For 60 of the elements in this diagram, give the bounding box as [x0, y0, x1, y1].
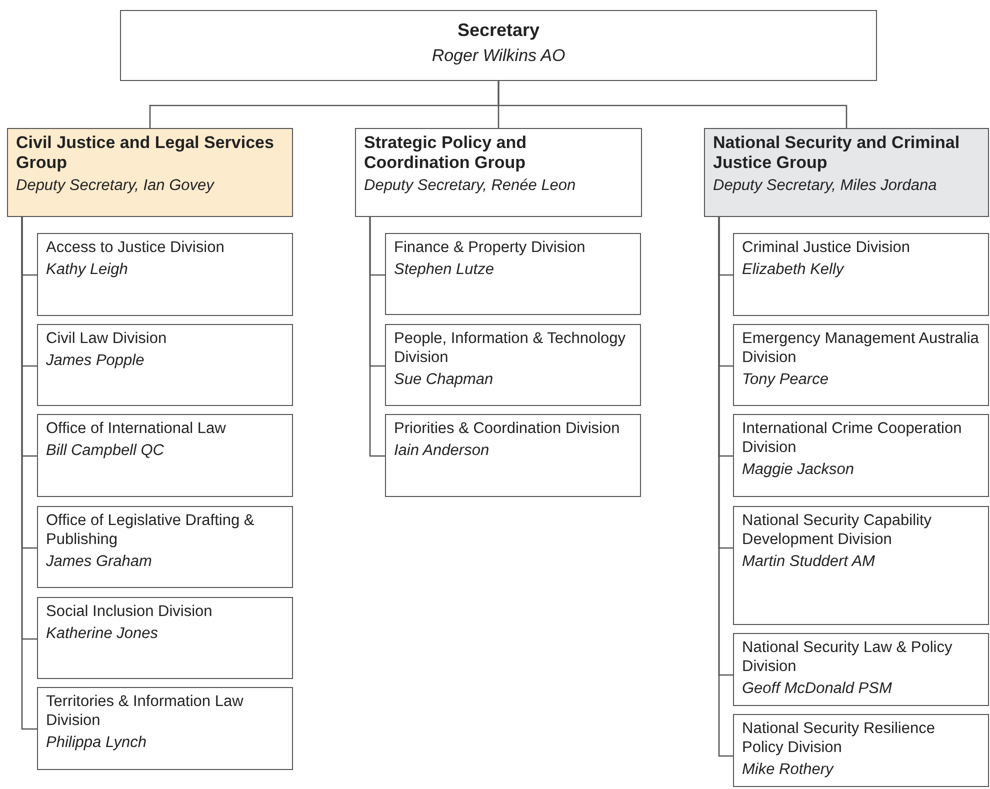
- heading-text: Strategic Policy and Coordination Group: [364, 133, 528, 173]
- division-title: Priorities & Coordination Division: [394, 419, 621, 438]
- division-box: [37, 324, 293, 406]
- person-name: Mike Rothery: [742, 760, 835, 779]
- division-box: [733, 324, 989, 406]
- person-name: Sue Chapman: [394, 370, 494, 389]
- person-name: Tony Pearce: [742, 370, 830, 389]
- division-title: Social Inclusion Division: [46, 602, 214, 621]
- person-name: Deputy Secretary, Ian Govey: [16, 176, 216, 195]
- division-box: [385, 414, 641, 497]
- heading-text: Civil Justice and Legal Services Group: [16, 133, 275, 173]
- group-box: [7, 128, 293, 217]
- division-title: National Security Capability Development Division: [742, 511, 933, 549]
- division-title: Civil Law Division: [46, 329, 168, 348]
- connector-line: [498, 81, 848, 128]
- group-box: [355, 128, 642, 217]
- person-name: Geoff McDonald PSM: [742, 679, 893, 698]
- division-title: Criminal Justice Division: [742, 238, 911, 257]
- division-box: [37, 687, 293, 770]
- person-name: Elizabeth Kelly: [742, 260, 846, 279]
- person-name: Bill Campbell QC: [46, 441, 166, 460]
- secretary-box: [120, 10, 877, 81]
- division-box: [37, 414, 293, 497]
- division-title: Finance & Property Division: [394, 238, 586, 257]
- group-box: [704, 128, 989, 217]
- division-title: Access to Justice Division: [46, 238, 226, 257]
- division-title: Territories & Information Law Division: [46, 692, 244, 730]
- person-name: Deputy Secretary, Miles Jordana: [713, 176, 938, 195]
- division-box: [385, 233, 641, 315]
- division-box: [733, 414, 989, 497]
- division-box: [37, 506, 293, 588]
- person-name: James Graham: [46, 552, 153, 571]
- division-box: [385, 324, 641, 406]
- division-title: National Security Law & Policy Division: [742, 638, 954, 676]
- division-box: [733, 506, 989, 625]
- division-box: [733, 233, 989, 316]
- person-name: Kathy Leigh: [46, 260, 129, 279]
- person-name: Deputy Secretary, Renée Leon: [364, 176, 577, 195]
- division-box: [37, 233, 293, 316]
- person-name: James Popple: [46, 351, 146, 370]
- division-title: Office of Legislative Drafting & Publishing: [46, 511, 256, 549]
- division-title: People, Information & Technology Division: [394, 329, 627, 367]
- person-name: Stephen Lutze: [394, 260, 495, 279]
- person-name: Roger Wilkins AO: [430, 46, 566, 65]
- person-name: Martin Studdert AM: [742, 552, 876, 571]
- person-name: Maggie Jackson: [742, 460, 856, 479]
- division-box: [733, 714, 989, 787]
- division-title: International Crime Cooperation Division: [742, 419, 963, 457]
- division-title: National Security Resilience Policy Division: [742, 719, 936, 757]
- division-title: Office of International Law: [46, 419, 227, 438]
- connector-line: [369, 217, 385, 457]
- division-title: Emergency Management Australia Division: [742, 329, 980, 367]
- division-box: [733, 633, 989, 706]
- person-name: Philippa Lynch: [46, 733, 148, 752]
- heading-text: National Security and Criminal Justice Group: [713, 133, 961, 173]
- person-name: Katherine Jones: [46, 624, 160, 643]
- connector-line: [21, 217, 37, 730]
- division-box: [37, 597, 293, 679]
- heading-text: Secretary: [456, 19, 541, 41]
- person-name: Iain Anderson: [394, 441, 490, 460]
